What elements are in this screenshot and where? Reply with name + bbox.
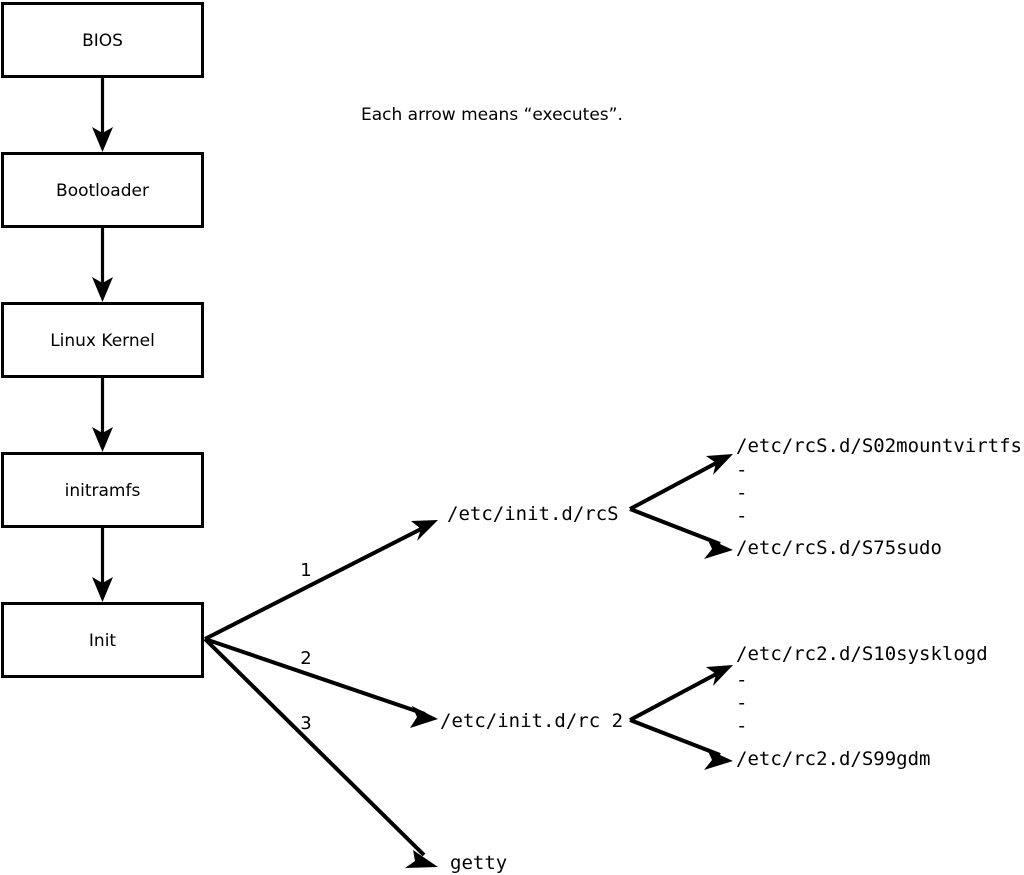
label-rc2-script-last[interactable]: /etc/rc2.d/S99gdm	[736, 748, 930, 770]
arrowhead-icon	[92, 577, 113, 602]
diagram-caption: Each arrow means “executes”.	[361, 105, 623, 125]
label-rcs-ellipsis-2: -	[736, 482, 747, 504]
node-linux-kernel[interactable]: Linux Kernel	[1, 302, 204, 378]
label-rcs-script-last[interactable]: /etc/rcS.d/S75sudo	[736, 537, 942, 559]
arrowhead-icon	[92, 427, 113, 452]
node-linux-kernel-box	[1, 302, 204, 378]
node-bootloader[interactable]: Bootloader	[1, 152, 204, 228]
arrow-bios-to-bootloader	[92, 77, 113, 152]
branch-number-3: 3	[300, 713, 311, 734]
node-linux-kernel-label: Linux Kernel	[50, 331, 155, 351]
arrow-kernel-to-initramfs	[92, 377, 113, 452]
node-bios-box	[1, 2, 204, 78]
label-rc2-ellipsis-3: -	[736, 715, 747, 737]
node-initramfs-label: initramfs	[65, 481, 141, 501]
branch-number-2: 2	[300, 648, 311, 669]
node-initramfs[interactable]: initramfs	[1, 452, 204, 528]
subbranch-rc2-first	[629, 665, 733, 722]
node-bios[interactable]: BIOS	[1, 2, 204, 78]
label-rcs-script-first[interactable]: /etc/rcS.d/S02mountvirtfs	[736, 435, 1022, 457]
node-init-label: Init	[89, 631, 117, 651]
node-bootloader-box	[1, 152, 204, 228]
node-init[interactable]: Init	[1, 602, 204, 678]
label-rc2-ellipsis-1: -	[736, 669, 747, 691]
label-rc2-script-first[interactable]: /etc/rc2.d/S10sysklogd	[736, 643, 988, 665]
branch-init-3: 3	[203, 637, 438, 868]
arrowhead-icon	[410, 706, 438, 728]
arrowhead-icon	[704, 749, 733, 770]
node-initramfs-box	[1, 452, 204, 528]
arrowhead-icon	[92, 127, 113, 152]
label-etc-init-d-rc2[interactable]: /etc/init.d/rc 2	[440, 710, 623, 732]
branch-init-2: 2	[204, 637, 438, 728]
subbranch-rcs-last	[629, 507, 733, 559]
node-bios-label: BIOS	[82, 31, 123, 51]
arrowhead-icon	[405, 850, 438, 868]
label-etc-init-d-rcs[interactable]: /etc/init.d/rcS	[447, 503, 619, 525]
node-init-box	[1, 602, 204, 678]
label-rc2-ellipsis-2: -	[736, 692, 747, 714]
subbranch-rc2-last	[629, 718, 733, 770]
arrowhead-icon	[411, 520, 438, 541]
arrow-initramfs-to-init	[92, 527, 113, 602]
arrow-bootloader-to-kernel	[92, 227, 113, 302]
arrowhead-icon	[704, 538, 733, 559]
label-rcs-ellipsis-3: -	[736, 505, 747, 527]
subbranch-rcs-first	[629, 454, 733, 511]
arrowhead-icon	[92, 277, 113, 302]
branch-number-1: 1	[300, 560, 311, 581]
branch-init-1: 1	[204, 520, 438, 641]
label-rcs-ellipsis-1: -	[736, 459, 747, 481]
arrowhead-icon	[706, 665, 733, 686]
node-bootloader-label: Bootloader	[56, 181, 149, 201]
arrowhead-icon	[706, 454, 733, 475]
label-getty[interactable]: getty	[450, 852, 507, 874]
